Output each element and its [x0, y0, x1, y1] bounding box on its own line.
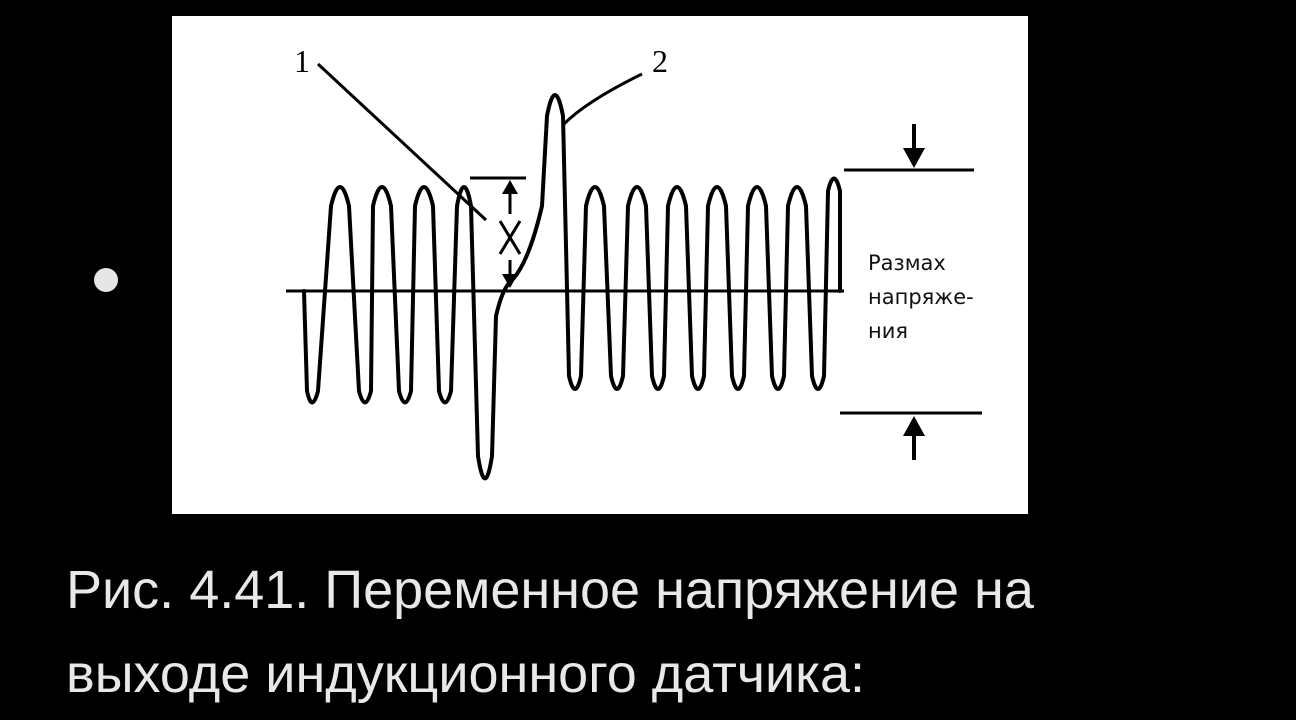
peak-offset-cross-b — [498, 220, 522, 255]
figure-caption-line-2: выходе индукционного датчика: — [66, 644, 865, 704]
bullet-point — [94, 268, 118, 292]
inductive-sensor-waveform-figure: 1 2 Размах напряже- ния — [172, 16, 1028, 514]
waveform-diagram: 1 2 — [286, 43, 982, 481]
voltage-span-label-line-2: напряже- — [868, 285, 974, 309]
voltage-span-label-line-3: ния — [868, 319, 909, 343]
callout-1-label: 1 — [294, 43, 310, 79]
callout-2-leader — [562, 72, 643, 126]
sensor-voltage-waveform — [302, 93, 842, 481]
peak-offset-arrow-up-icon — [502, 180, 518, 194]
peak-offset-arrow-down-icon — [502, 274, 518, 288]
span-top-arrow-down-icon — [903, 148, 925, 168]
voltage-span-label-line-1: Размах — [868, 251, 946, 275]
figure-caption-line-1: Рис. 4.41. Переменное напряжение на — [66, 560, 1034, 620]
span-bottom-arrow-up-icon — [903, 416, 925, 436]
callout-2-label: 2 — [652, 43, 668, 79]
figure-caption: Рис. 4.41. Переменное напряжение на выхо… — [66, 548, 1296, 716]
voltage-span-label: Размах напряже- ния — [868, 246, 974, 348]
callout-1-leader — [316, 62, 488, 222]
